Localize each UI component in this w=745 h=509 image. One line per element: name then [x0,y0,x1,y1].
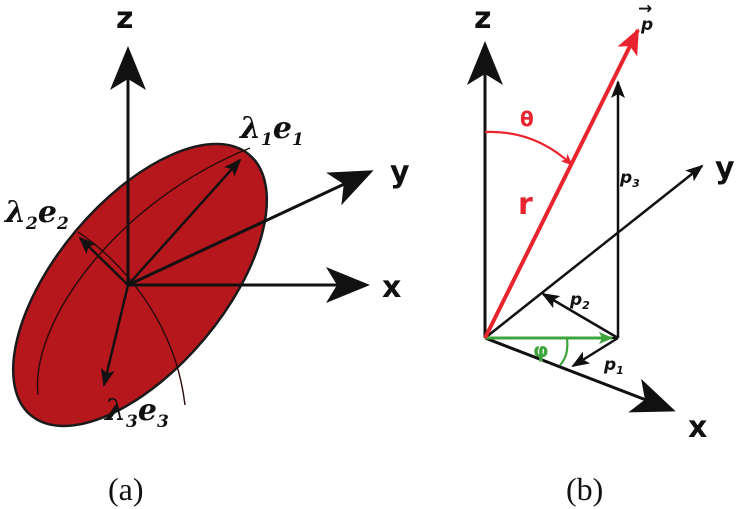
phi-arc [559,337,569,366]
lambda2-e2-label: λ2e2 [3,195,69,234]
y-axis-b [484,164,704,339]
r-vector [483,28,640,339]
p1-label: p1 [603,355,624,377]
y-axis-a [127,170,374,287]
lambda3-e3-label: λ3e3 [103,393,169,432]
x-axis-label-a: x [382,270,401,305]
e2-arrow [78,236,129,286]
r-label: r [518,187,533,222]
y-axis-label-b: y [715,151,735,186]
y-axis-label-a: y [390,155,410,190]
p3-label: p3 [619,168,640,190]
phi-label: φ [533,338,549,362]
theta-arc [484,130,573,166]
theta-label: θ [520,107,534,131]
vector-p-label: p [640,15,653,35]
panel-b-caption: (b) [566,471,603,507]
p2-arrow [541,292,619,340]
vector-p-arrow-label: → [638,0,652,19]
panel-a: z y x λ1e1 λ2e2 λ3e3 (a) [3,1,410,507]
x-axis-label-b: x [688,410,707,445]
panel-a-caption: (a) [108,471,144,507]
e1-arrow [127,158,242,286]
lambda1-e1-label: λ1e1 [238,111,304,150]
z-axis-label-a: z [116,1,133,36]
p2-label: p2 [569,290,590,312]
z-axis-label-b: z [474,1,491,36]
e3-arrow [100,284,130,387]
x-axis-b [484,336,676,413]
panel-b: z y x p3 p2 p1 φ r θ [467,0,735,507]
